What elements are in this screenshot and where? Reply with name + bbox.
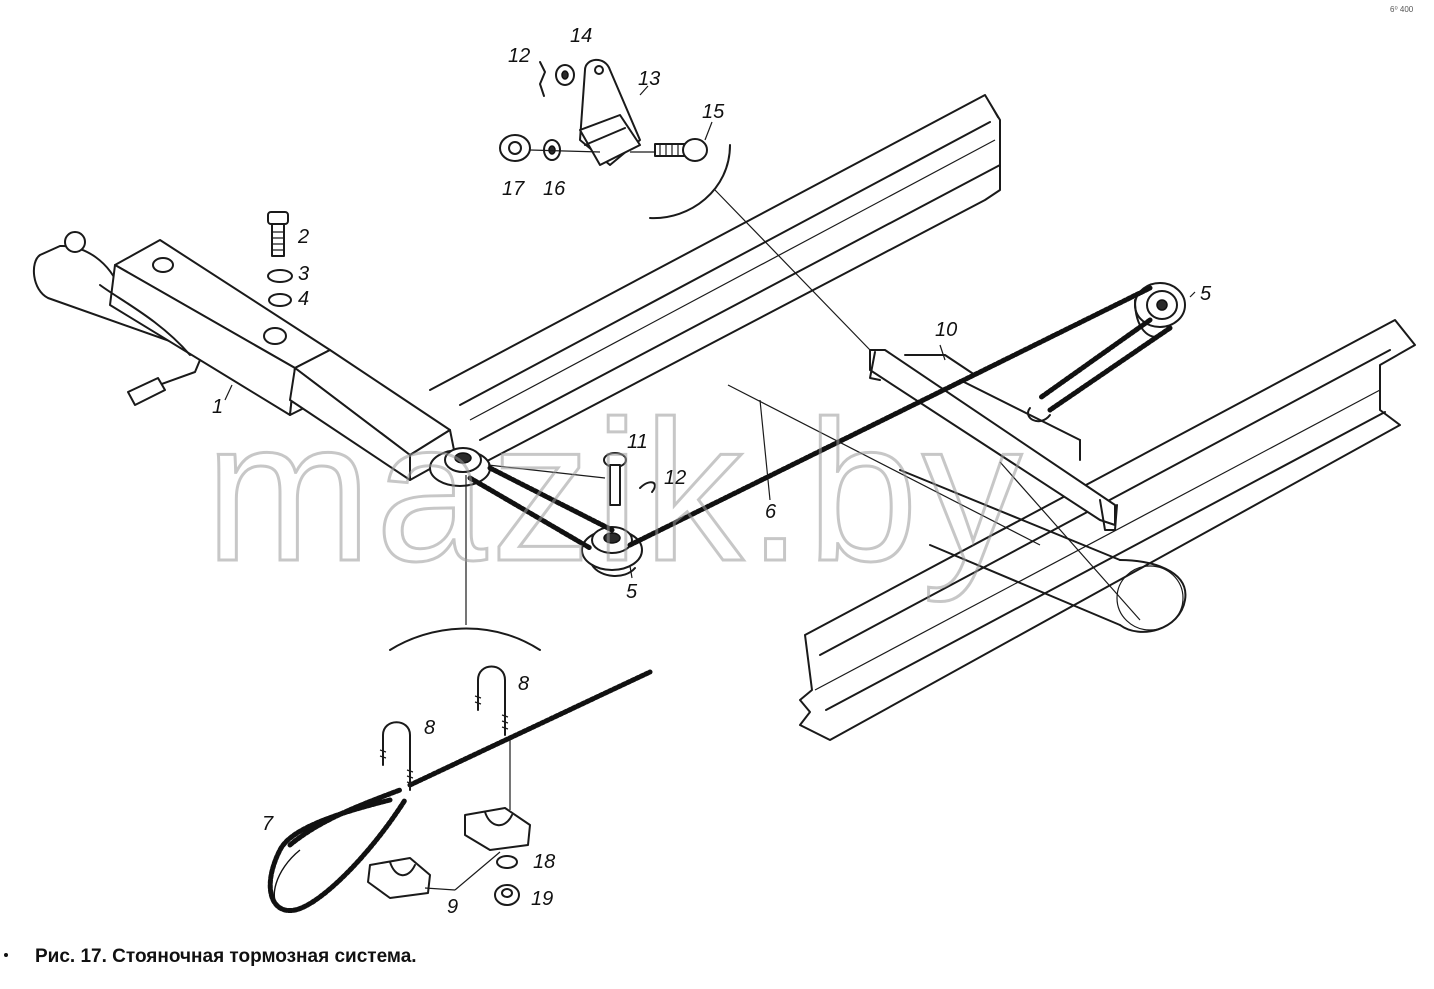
caption-bullet: [4, 953, 8, 957]
detail-bracket-assembly: [499, 58, 713, 166]
callout-1: 1: [212, 396, 223, 418]
callout-3: 3: [298, 263, 309, 285]
callout-9: 9: [447, 896, 458, 918]
callout-17: 17: [502, 178, 525, 200]
figure-caption: Рис. 17. Стояночная тормозная система.: [35, 946, 417, 967]
pulley-middle: [581, 526, 643, 577]
callout-10: 10: [935, 319, 957, 341]
callout-16: 16: [543, 178, 566, 200]
corner-mark: 6⁰ 400: [1390, 5, 1414, 14]
callout-5-rear: 5: [1200, 283, 1212, 305]
callout-14: 14: [570, 25, 592, 47]
callout-11: 11: [627, 431, 648, 453]
pulley-front: [429, 447, 491, 487]
pin-11: [603, 452, 656, 506]
callout-7: 7: [262, 813, 274, 835]
frame-rail-upper: [429, 94, 1001, 471]
callout-4: 4: [298, 288, 309, 310]
axle-tube: [899, 469, 1187, 633]
brake-cable: [467, 285, 1173, 551]
callout-2: 2: [297, 226, 309, 248]
callout-13: 13: [638, 68, 660, 90]
callout-6: 6: [765, 501, 777, 523]
leader-lines: [224, 189, 1196, 625]
callout-15: 15: [702, 101, 725, 123]
callout-labels: 1 2 3 4 5 5 6 7 8 8 9 10 11 12 12 13 14 …: [212, 25, 1212, 918]
callout-8-right: 8: [518, 673, 529, 695]
watermark: mazik.by: [205, 380, 1026, 603]
callout-5-middle: 5: [626, 581, 638, 603]
callout-12-detail: 12: [508, 45, 530, 67]
callout-18: 18: [533, 851, 555, 873]
detail-arcs: [389, 144, 731, 651]
callout-12-main: 12: [664, 467, 686, 489]
bolt-2-stack: [267, 211, 293, 307]
detail-cable-clamp: [267, 665, 653, 913]
handbrake-lever: [32, 231, 456, 481]
callout-19: 19: [531, 888, 553, 910]
callout-8-left: 8: [424, 717, 435, 739]
